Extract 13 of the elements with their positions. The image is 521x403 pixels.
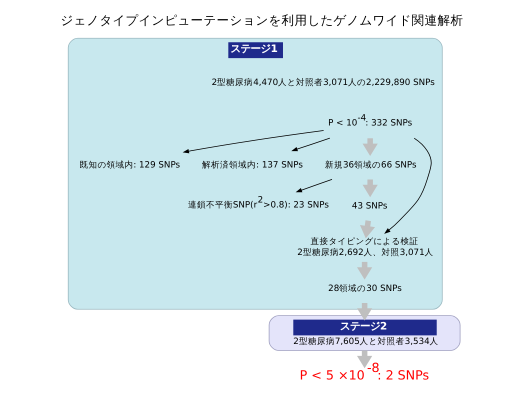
node-text: 28領域の30 SNPs (328, 284, 402, 294)
arrow (384, 138, 432, 234)
arrow (290, 138, 330, 152)
arrow (295, 178, 332, 192)
node-text: 43 SNPs (351, 201, 387, 212)
node-text: 既知の領域内: 129 SNPs (78, 160, 180, 170)
node-text: 新規36領域の66 SNPs (324, 160, 416, 170)
node-text: 直接タイピングによる検証 2型糖尿病2,692人、対照3,071人 (296, 237, 434, 258)
node-text: 2型糖尿病4,470人と対照者3,071人の2,229,890 SNPs (211, 78, 434, 88)
node-text: 解析済領域内: 137 SNPs (202, 160, 302, 170)
arrow (182, 130, 324, 154)
diagram-title: ジェノタイプインピューテーションを利用したゲノムワイド関連解析 (60, 12, 464, 28)
node-box: ステージ2 2型糖尿病7,605人と対照者3,534人 (268, 315, 460, 351)
